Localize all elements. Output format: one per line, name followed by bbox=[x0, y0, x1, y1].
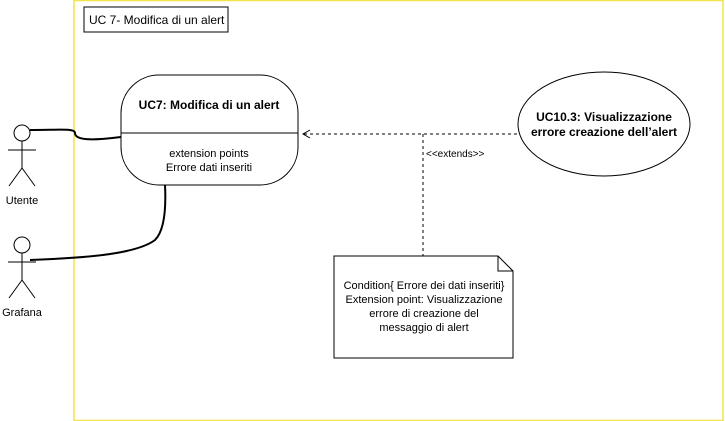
use-case-uc7[interactable]: UC7: Modifica di un alert extension poin… bbox=[120, 74, 299, 186]
use-case-uc10-3-line1: UC10.3: Visualizzazione bbox=[536, 110, 672, 124]
extends-label: <<extends>> bbox=[426, 149, 485, 160]
actor-utente-label: Utente bbox=[6, 195, 38, 207]
extends-arrowhead bbox=[301, 129, 311, 139]
use-case-uc10-3-shape bbox=[517, 71, 691, 177]
system-boundary-title-box bbox=[83, 6, 229, 33]
note-line-1: Condition{ Errore dei dati inseriti} bbox=[344, 280, 505, 292]
note-line-2: Extension point: Visualizzazione bbox=[346, 294, 503, 306]
system-boundary-title: UC 7- Modifica di un alert bbox=[89, 13, 225, 27]
actor-head bbox=[13, 124, 31, 142]
actor-right-leg bbox=[21, 279, 36, 299]
use-case-uc7-title: UC7: Modifica di un alert bbox=[139, 98, 280, 112]
extension-point-item: Errore dati inseriti bbox=[166, 162, 252, 174]
actor-grafana[interactable]: Grafana bbox=[2, 236, 43, 319]
actor-utente[interactable]: Utente bbox=[6, 124, 38, 207]
use-case-uc7-shape bbox=[120, 74, 299, 186]
note-shape bbox=[333, 255, 514, 359]
association-grafana bbox=[29, 184, 167, 261]
actor-left-leg bbox=[8, 167, 23, 187]
use-case-uc10-3[interactable]: UC10.3: Visualizzazione errore creazione… bbox=[517, 71, 691, 177]
association-utente bbox=[29, 128, 122, 141]
actor-left-leg bbox=[8, 279, 23, 299]
note-line-3: errore di creazione del bbox=[369, 308, 478, 320]
constraint-note[interactable]: Condition{ Errore dei dati inseriti} Ext… bbox=[333, 255, 514, 359]
note-fold bbox=[497, 256, 513, 272]
actor-right-leg bbox=[21, 167, 36, 187]
use-case-uc10-3-line2: errore creazione dell’alert bbox=[531, 125, 677, 139]
actor-head bbox=[13, 236, 31, 254]
actor-grafana-label: Grafana bbox=[2, 307, 43, 319]
extension-points-label: extension points bbox=[169, 148, 249, 160]
note-line-4: messaggio di alert bbox=[379, 322, 468, 334]
